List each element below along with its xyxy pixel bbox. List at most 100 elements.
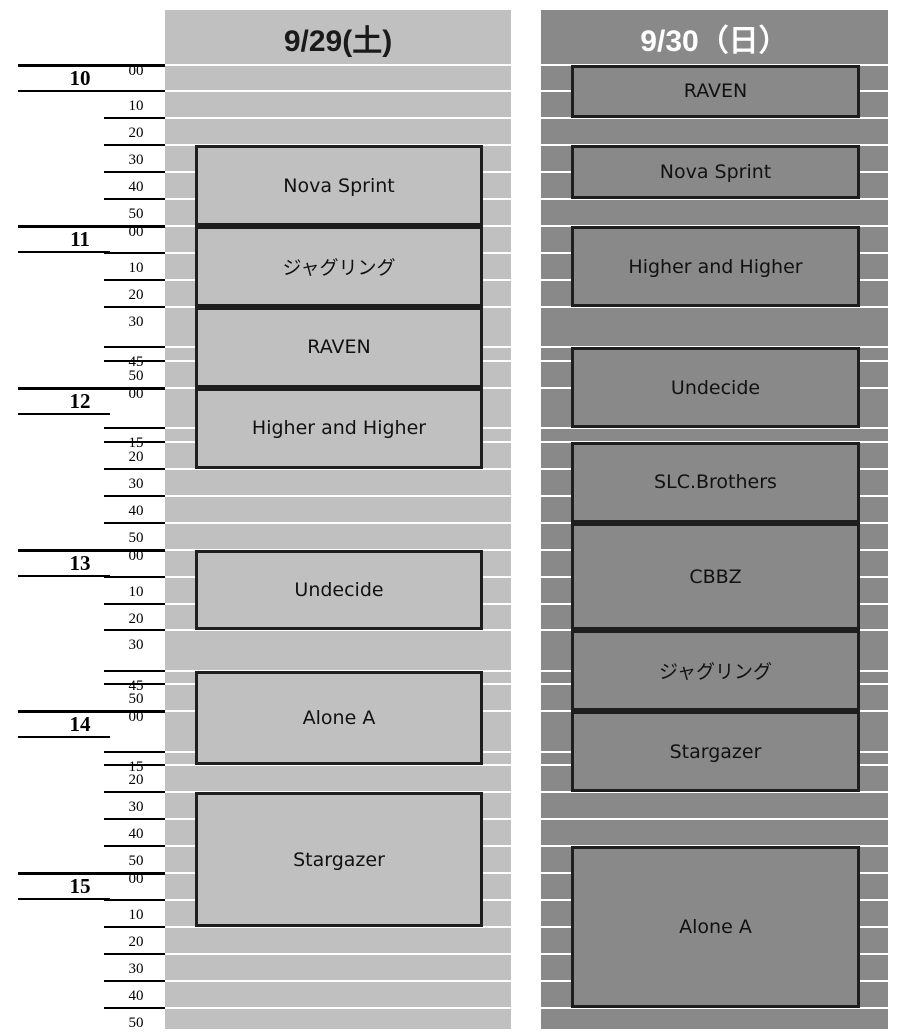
hour-sub-tick [18,251,110,254]
minute-tick [104,440,165,443]
minute-tick [104,898,165,901]
minute-label: 40 [128,826,144,843]
grid-line [165,521,511,524]
grid-line [541,427,888,430]
event-block[interactable]: ジャグリング [195,226,483,308]
hour-label: 12 [69,388,91,413]
grid-line [541,818,888,821]
minute-tick [104,279,165,282]
minute-label: 10 [128,583,144,600]
grid-line [165,629,511,632]
minute-tick [104,171,165,174]
minute-tick [104,198,165,201]
event-block[interactable]: CBBZ [571,522,860,631]
minute-tick [104,750,165,753]
minute-tick [104,1006,165,1009]
minute-label: 10 [128,98,144,115]
hour-sub-tick [18,89,110,92]
minute-label: 00 [128,709,144,726]
minute-tick [104,629,165,632]
grid-line [165,979,511,982]
hour-sub-tick [18,736,110,739]
event-block[interactable]: Stargazer [571,711,860,793]
hour-label: 11 [70,227,90,252]
event-block[interactable]: SLC.Brothers [571,441,860,523]
minute-tick [104,818,165,821]
minute-tick [104,90,165,93]
minute-label: 50 [128,367,144,384]
grid-line [541,117,888,120]
minute-label: 20 [128,125,144,142]
hour-sub-tick [18,898,110,900]
minute-label: 20 [128,610,144,627]
minute-label: 00 [128,871,144,887]
minute-label: 10 [128,260,144,277]
minute-tick [104,791,165,794]
event-block[interactable]: RAVEN [195,307,483,388]
minute-tick [104,306,165,309]
hour-tick [18,872,165,875]
event-block[interactable]: Nova Sprint [195,145,483,227]
grid-line [541,198,888,201]
grid-line [165,90,511,93]
minute-label: 30 [128,314,144,331]
hour-sub-tick [18,412,110,415]
grid-line [165,1006,511,1009]
minute-tick [104,252,165,255]
event-block[interactable]: Undecide [195,549,483,631]
minute-tick [104,359,165,362]
minute-tick [104,144,165,147]
grid-line [541,1006,888,1009]
minute-label: 20 [128,287,144,304]
minute-tick [104,764,165,767]
hour-label: 15 [69,874,91,898]
minute-label: 50 [128,206,144,223]
minute-label: 40 [128,179,144,196]
grid-line [165,117,511,120]
minute-label: 50 [128,1014,144,1031]
hour-label: 13 [69,550,91,575]
minute-tick [104,669,165,672]
minute-label: 00 [128,385,144,402]
minute-tick [104,521,165,524]
hour-label: 14 [69,712,91,737]
minute-tick [104,683,165,686]
minute-tick [104,602,165,605]
minute-label: 00 [128,547,144,564]
hour-tick [18,710,165,714]
minute-tick [104,346,165,349]
minute-tick [104,979,165,982]
minute-tick [104,427,165,430]
minute-label: 50 [128,691,144,708]
minute-tick [104,925,165,928]
event-block[interactable]: Alone A [195,670,483,766]
event-block[interactable]: ジャグリング [571,630,860,712]
hour-tick [18,63,165,67]
grid-line [165,952,511,955]
minute-tick [104,845,165,848]
minute-label: 30 [128,475,144,492]
minute-tick [104,467,165,470]
hour-tick [18,225,165,229]
grid-line [165,1033,511,1036]
minute-label: 20 [128,448,144,465]
event-block[interactable]: Alone A [571,846,860,1008]
grid-line [165,63,511,66]
event-block[interactable]: Higher and Higher [195,387,483,469]
minute-tick [104,117,165,120]
event-block[interactable]: Higher and Higher [571,226,860,308]
event-block[interactable]: Nova Sprint [571,145,860,200]
minute-tick [104,575,165,578]
grid-line [165,764,511,767]
event-block[interactable]: Undecide [571,347,860,429]
minute-tick [104,494,165,497]
minute-label: 45 [128,354,144,371]
day-header: 9/30（日） [640,25,789,58]
minute-label: 30 [128,799,144,816]
minute-label: 50 [128,853,144,870]
minute-label: 15 [128,435,144,452]
event-block[interactable]: RAVEN [571,64,860,119]
grid-line [165,494,511,497]
event-block[interactable]: Stargazer [195,792,483,927]
